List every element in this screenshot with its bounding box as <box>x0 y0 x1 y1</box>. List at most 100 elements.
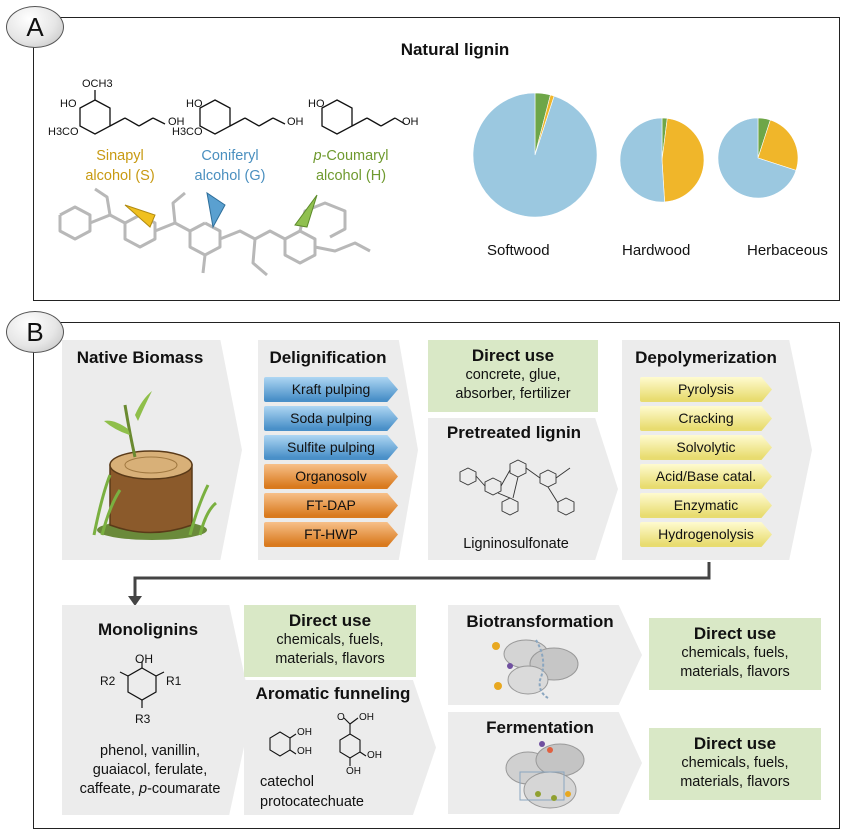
direct-use-box-2: Direct use chemicals, fuels, materials, … <box>244 605 416 677</box>
coniferyl-ring <box>199 99 231 135</box>
monomer-structures <box>79 90 406 135</box>
coniferyl-name-line2: alcohol (G) <box>194 168 266 184</box>
pie-slice-hardwood-s <box>661 117 705 203</box>
arrow-h <box>294 194 318 228</box>
monolignins-line1: phenol, vanillin, <box>100 743 200 759</box>
direct-use-4-line1: chemicals, fuels, <box>681 755 789 771</box>
monolignin-oh-label: OH <box>135 652 153 666</box>
method-acid-base-catal: Acid/Base catal. <box>640 464 772 489</box>
pie-slice-herbaceous-s <box>757 119 799 171</box>
direct-use-3-line1: chemicals, fuels, <box>681 645 789 661</box>
direct-use-2-title: Direct use <box>288 611 372 630</box>
monolignins-line2: guaiacol, ferulate, <box>92 762 208 778</box>
pie-slice-softwood-g <box>472 92 598 218</box>
protocatechuate-oh-label-3: OH <box>346 766 361 777</box>
pie-label-herbaceous: Herbaceous <box>747 242 828 259</box>
coumaryl-oh-label: OH <box>402 116 419 128</box>
biotransformation-title: Biotransformation <box>466 612 614 631</box>
catechol-caption: catechol <box>260 774 315 790</box>
panel-a-title: Natural lignin <box>400 40 510 59</box>
direct-use-1-title: Direct use <box>471 346 555 365</box>
method-organosolv: Organosolv <box>264 464 398 489</box>
monolignin-r1-label: R1 <box>166 674 182 688</box>
enzyme-illustration-1 <box>492 639 579 699</box>
pie-charts <box>472 92 799 218</box>
method-cracking: Cracking <box>640 406 772 431</box>
flow-connector-arrow <box>128 562 711 606</box>
direct-use-3-line2: materials, flavors <box>680 664 790 680</box>
method-ft-dap: FT-DAP <box>264 493 398 518</box>
coniferyl-name: Coniferyl alcohol (G) <box>180 146 280 186</box>
sinapyl-ho-label: HO <box>60 98 77 110</box>
direct-use-box-4: Direct use chemicals, fuels, materials, … <box>649 728 821 800</box>
monolignins-line3: caffeate, p-coumarate <box>66 780 234 799</box>
monolignins-title: Monolignins <box>97 620 199 639</box>
sinapyl-name-line2: alcohol (S) <box>85 168 155 184</box>
monolignins-list: phenol, vanillin, guaiacol, ferulate, ca… <box>66 742 234 799</box>
monolignins-line3-b: -coumarate <box>147 781 221 797</box>
panel-b-badge: B <box>6 311 64 353</box>
sinapyl-oh-label: OH <box>168 116 185 128</box>
coumaryl-ho-label: HO <box>308 98 325 110</box>
direct-use-4-line2: materials, flavors <box>680 774 790 790</box>
coumaryl-name-line1: -Coumaryl <box>321 148 389 164</box>
coniferyl-ho-label: HO <box>186 98 203 110</box>
coniferyl-h3co-label: H3CO <box>172 126 203 138</box>
direct-use-box-1: Direct use concrete, glue, absorber, fer… <box>428 340 598 412</box>
monolignins-box <box>62 605 252 815</box>
catechol-oh-label-2: OH <box>297 746 312 757</box>
pie-label-hardwood: Hardwood <box>622 242 691 259</box>
arrow-g <box>206 191 226 229</box>
coniferyl-name-line1: Coniferyl <box>201 148 259 164</box>
method-soda-pulping: Soda pulping <box>264 406 398 431</box>
arrow-s <box>124 204 156 228</box>
pie-slice-hardwood-g <box>619 117 665 203</box>
sinapyl-och3-label: OCH3 <box>82 78 113 90</box>
catechol-oh-label-1: OH <box>297 727 312 738</box>
coumaryl-ring <box>321 99 353 135</box>
direct-use-2-line1: chemicals, fuels, <box>276 632 384 648</box>
protocatechuate-caption: protocatechuate <box>260 794 364 810</box>
coumaryl-name-prefix: p <box>313 148 322 164</box>
native-biomass-title: Native Biomass <box>76 348 204 367</box>
aromatic-structures <box>269 717 367 766</box>
sinapyl-ring <box>79 99 111 135</box>
method-solvolytic: Solvolytic <box>640 435 772 460</box>
direct-use-box-3: Direct use chemicals, fuels, materials, … <box>649 618 821 690</box>
sinapyl-h3co-label: H3CO <box>48 126 79 138</box>
pie-slice-herbaceous-g <box>717 117 797 199</box>
direct-use-3-title: Direct use <box>693 624 777 643</box>
monolignin-r3-label: R3 <box>135 712 151 726</box>
panel-a <box>33 17 840 301</box>
panel-a-badge: A <box>6 6 64 48</box>
fermentation-title: Fermentation <box>486 718 594 737</box>
direct-use-2-line2: materials, flavors <box>275 651 385 667</box>
direct-use-4-title: Direct use <box>693 734 777 753</box>
protocatechuate-oh-label-2: OH <box>367 750 382 761</box>
protocatechuate-o-label: O <box>337 712 345 723</box>
sinapyl-name: Sinapyl alcohol (S) <box>70 146 170 186</box>
method-hydrogenolysis: Hydrogenolysis <box>640 522 772 547</box>
direct-use-1-line2: absorber, fertilizer <box>455 386 571 402</box>
coumaryl-name-line2: alcohol (H) <box>315 168 387 184</box>
monolignin-structure <box>119 662 165 708</box>
pie-label-softwood: Softwood <box>487 242 550 259</box>
method-pyrolysis: Pyrolysis <box>640 377 772 402</box>
depolymerization-title: Depolymerization <box>635 348 777 367</box>
protocatechuate-oh-label-1: OH <box>359 712 374 723</box>
sinapyl-name-line1: Sinapyl <box>96 148 144 164</box>
lignin-polymer <box>58 187 371 277</box>
method-enzymatic: Enzymatic <box>640 493 772 518</box>
direct-use-1-line1: concrete, glue, <box>465 367 561 383</box>
pretreated-lignin-box <box>428 418 618 560</box>
method-ft-hwp: FT-HWP <box>264 522 398 547</box>
aromatic-funneling-title: Aromatic funneling <box>255 684 411 703</box>
tree-stump-illustration <box>92 391 217 540</box>
method-kraft-pulping: Kraft pulping <box>264 377 398 402</box>
ligninosulfonate-caption: Ligninosulfonate <box>463 536 569 552</box>
coniferyl-oh-label: OH <box>287 116 304 128</box>
pretreated-lignin-title: Pretreated lignin <box>446 423 582 442</box>
delignification-title: Delignification <box>269 348 387 367</box>
monolignin-r2-label: R2 <box>100 674 116 688</box>
ligninosulfonate-structure <box>459 459 575 516</box>
